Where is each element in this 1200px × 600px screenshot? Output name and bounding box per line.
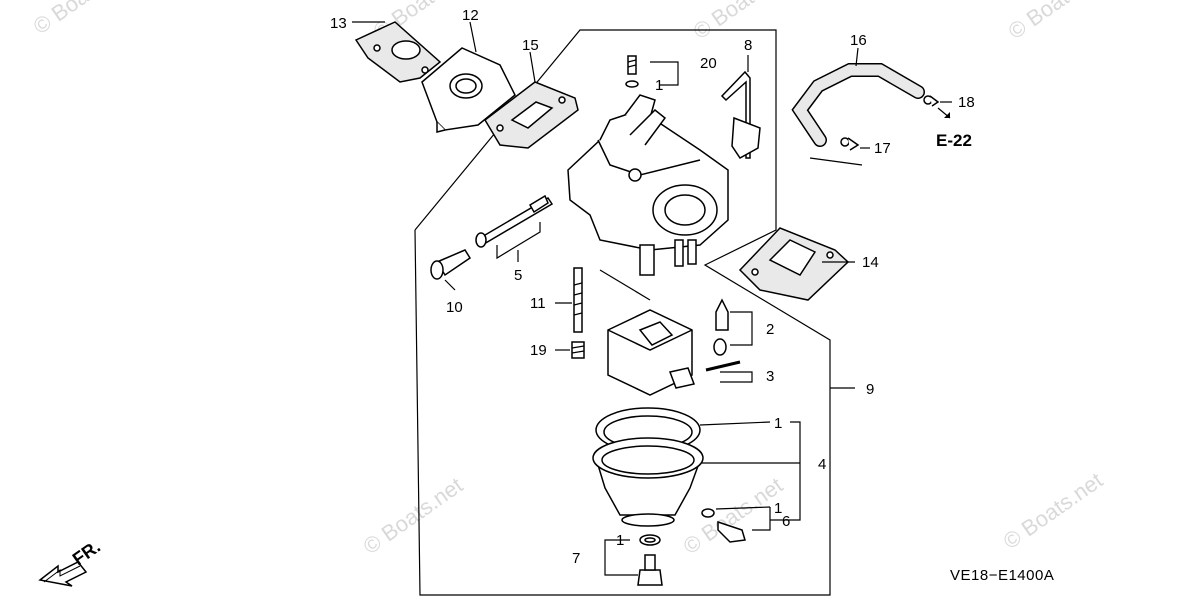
leader-line bbox=[752, 507, 771, 531]
diagram-code: VE18−E1400A bbox=[950, 567, 1054, 584]
watermark: © Boats.net bbox=[999, 467, 1108, 554]
leader-line bbox=[770, 421, 801, 521]
leader-line bbox=[715, 506, 771, 510]
watermark: © Boats.net bbox=[29, 0, 138, 39]
leader-line bbox=[604, 539, 638, 576]
leader-line bbox=[809, 157, 863, 166]
callout-1: 1 bbox=[774, 500, 782, 517]
callout-17: 17 bbox=[874, 140, 891, 157]
callout-19: 19 bbox=[530, 342, 547, 359]
callout-14: 14 bbox=[862, 254, 879, 271]
leader-line bbox=[720, 371, 753, 383]
drain-screw bbox=[430, 249, 472, 280]
callout-1: 1 bbox=[655, 77, 663, 94]
fuel-tube bbox=[791, 63, 925, 147]
insulator-gasket bbox=[354, 21, 442, 83]
callout-3: 3 bbox=[766, 368, 774, 385]
carburetor-gasket bbox=[738, 227, 850, 301]
callout-1: 1 bbox=[774, 415, 782, 432]
callout-8: 8 bbox=[744, 37, 752, 54]
choke-lever bbox=[720, 70, 761, 159]
leader-line bbox=[699, 421, 771, 426]
leader-line bbox=[855, 47, 859, 67]
callout-5: 5 bbox=[514, 267, 522, 284]
callout-20: 20 bbox=[700, 55, 717, 72]
callout-16: 16 bbox=[850, 32, 867, 49]
watermark: © Boats.net bbox=[679, 472, 788, 559]
callout-7: 7 bbox=[572, 550, 580, 567]
carburetor-insulator bbox=[421, 47, 516, 133]
leader-line bbox=[599, 269, 651, 301]
tube-clip bbox=[923, 95, 940, 107]
pilot-screw bbox=[475, 194, 554, 248]
callout-18: 18 bbox=[958, 94, 975, 111]
leader-line bbox=[529, 51, 536, 83]
reference-label: E-22 bbox=[936, 131, 972, 150]
float bbox=[607, 309, 696, 396]
callout-2: 2 bbox=[766, 321, 774, 338]
callout-1: 1 bbox=[616, 532, 624, 549]
callout-15: 15 bbox=[522, 37, 539, 54]
callout-4: 4 bbox=[818, 456, 826, 473]
leader-line bbox=[444, 279, 456, 291]
callout-12: 12 bbox=[462, 7, 479, 24]
main-jet-small bbox=[571, 341, 585, 359]
watermark: © Boats.net bbox=[359, 472, 468, 559]
callout-6: 6 bbox=[782, 513, 790, 530]
arrowhead-icon bbox=[944, 112, 950, 118]
main-jet bbox=[573, 267, 583, 333]
front-arrow-icon bbox=[38, 561, 88, 587]
chamber-bolt bbox=[637, 534, 663, 586]
assembly-boundary bbox=[414, 29, 831, 596]
leader-line bbox=[650, 61, 679, 86]
float-valve bbox=[713, 298, 729, 356]
callout-11: 11 bbox=[530, 295, 546, 312]
callout-labels: 13 12 15 8 20 1 16 18 17 10 5 11 2 19 3 … bbox=[330, 7, 975, 567]
float-chamber bbox=[592, 407, 704, 527]
leader-line bbox=[469, 21, 477, 53]
watermark: © Boats.net bbox=[1004, 0, 1113, 44]
callout-13: 13 bbox=[330, 15, 347, 32]
tube-clip bbox=[840, 137, 860, 151]
leader-line bbox=[730, 311, 753, 346]
watermark: © Boats.net bbox=[689, 0, 798, 44]
watermarks: © Boats.net © Boats.net © Boats.net © Bo… bbox=[29, 0, 1113, 559]
leader-line bbox=[496, 222, 541, 260]
callout-9: 9 bbox=[866, 381, 874, 398]
drain-bolt bbox=[701, 508, 746, 543]
carburetor-body bbox=[567, 94, 729, 276]
callout-10: 10 bbox=[446, 299, 463, 316]
float-pin bbox=[705, 360, 741, 372]
